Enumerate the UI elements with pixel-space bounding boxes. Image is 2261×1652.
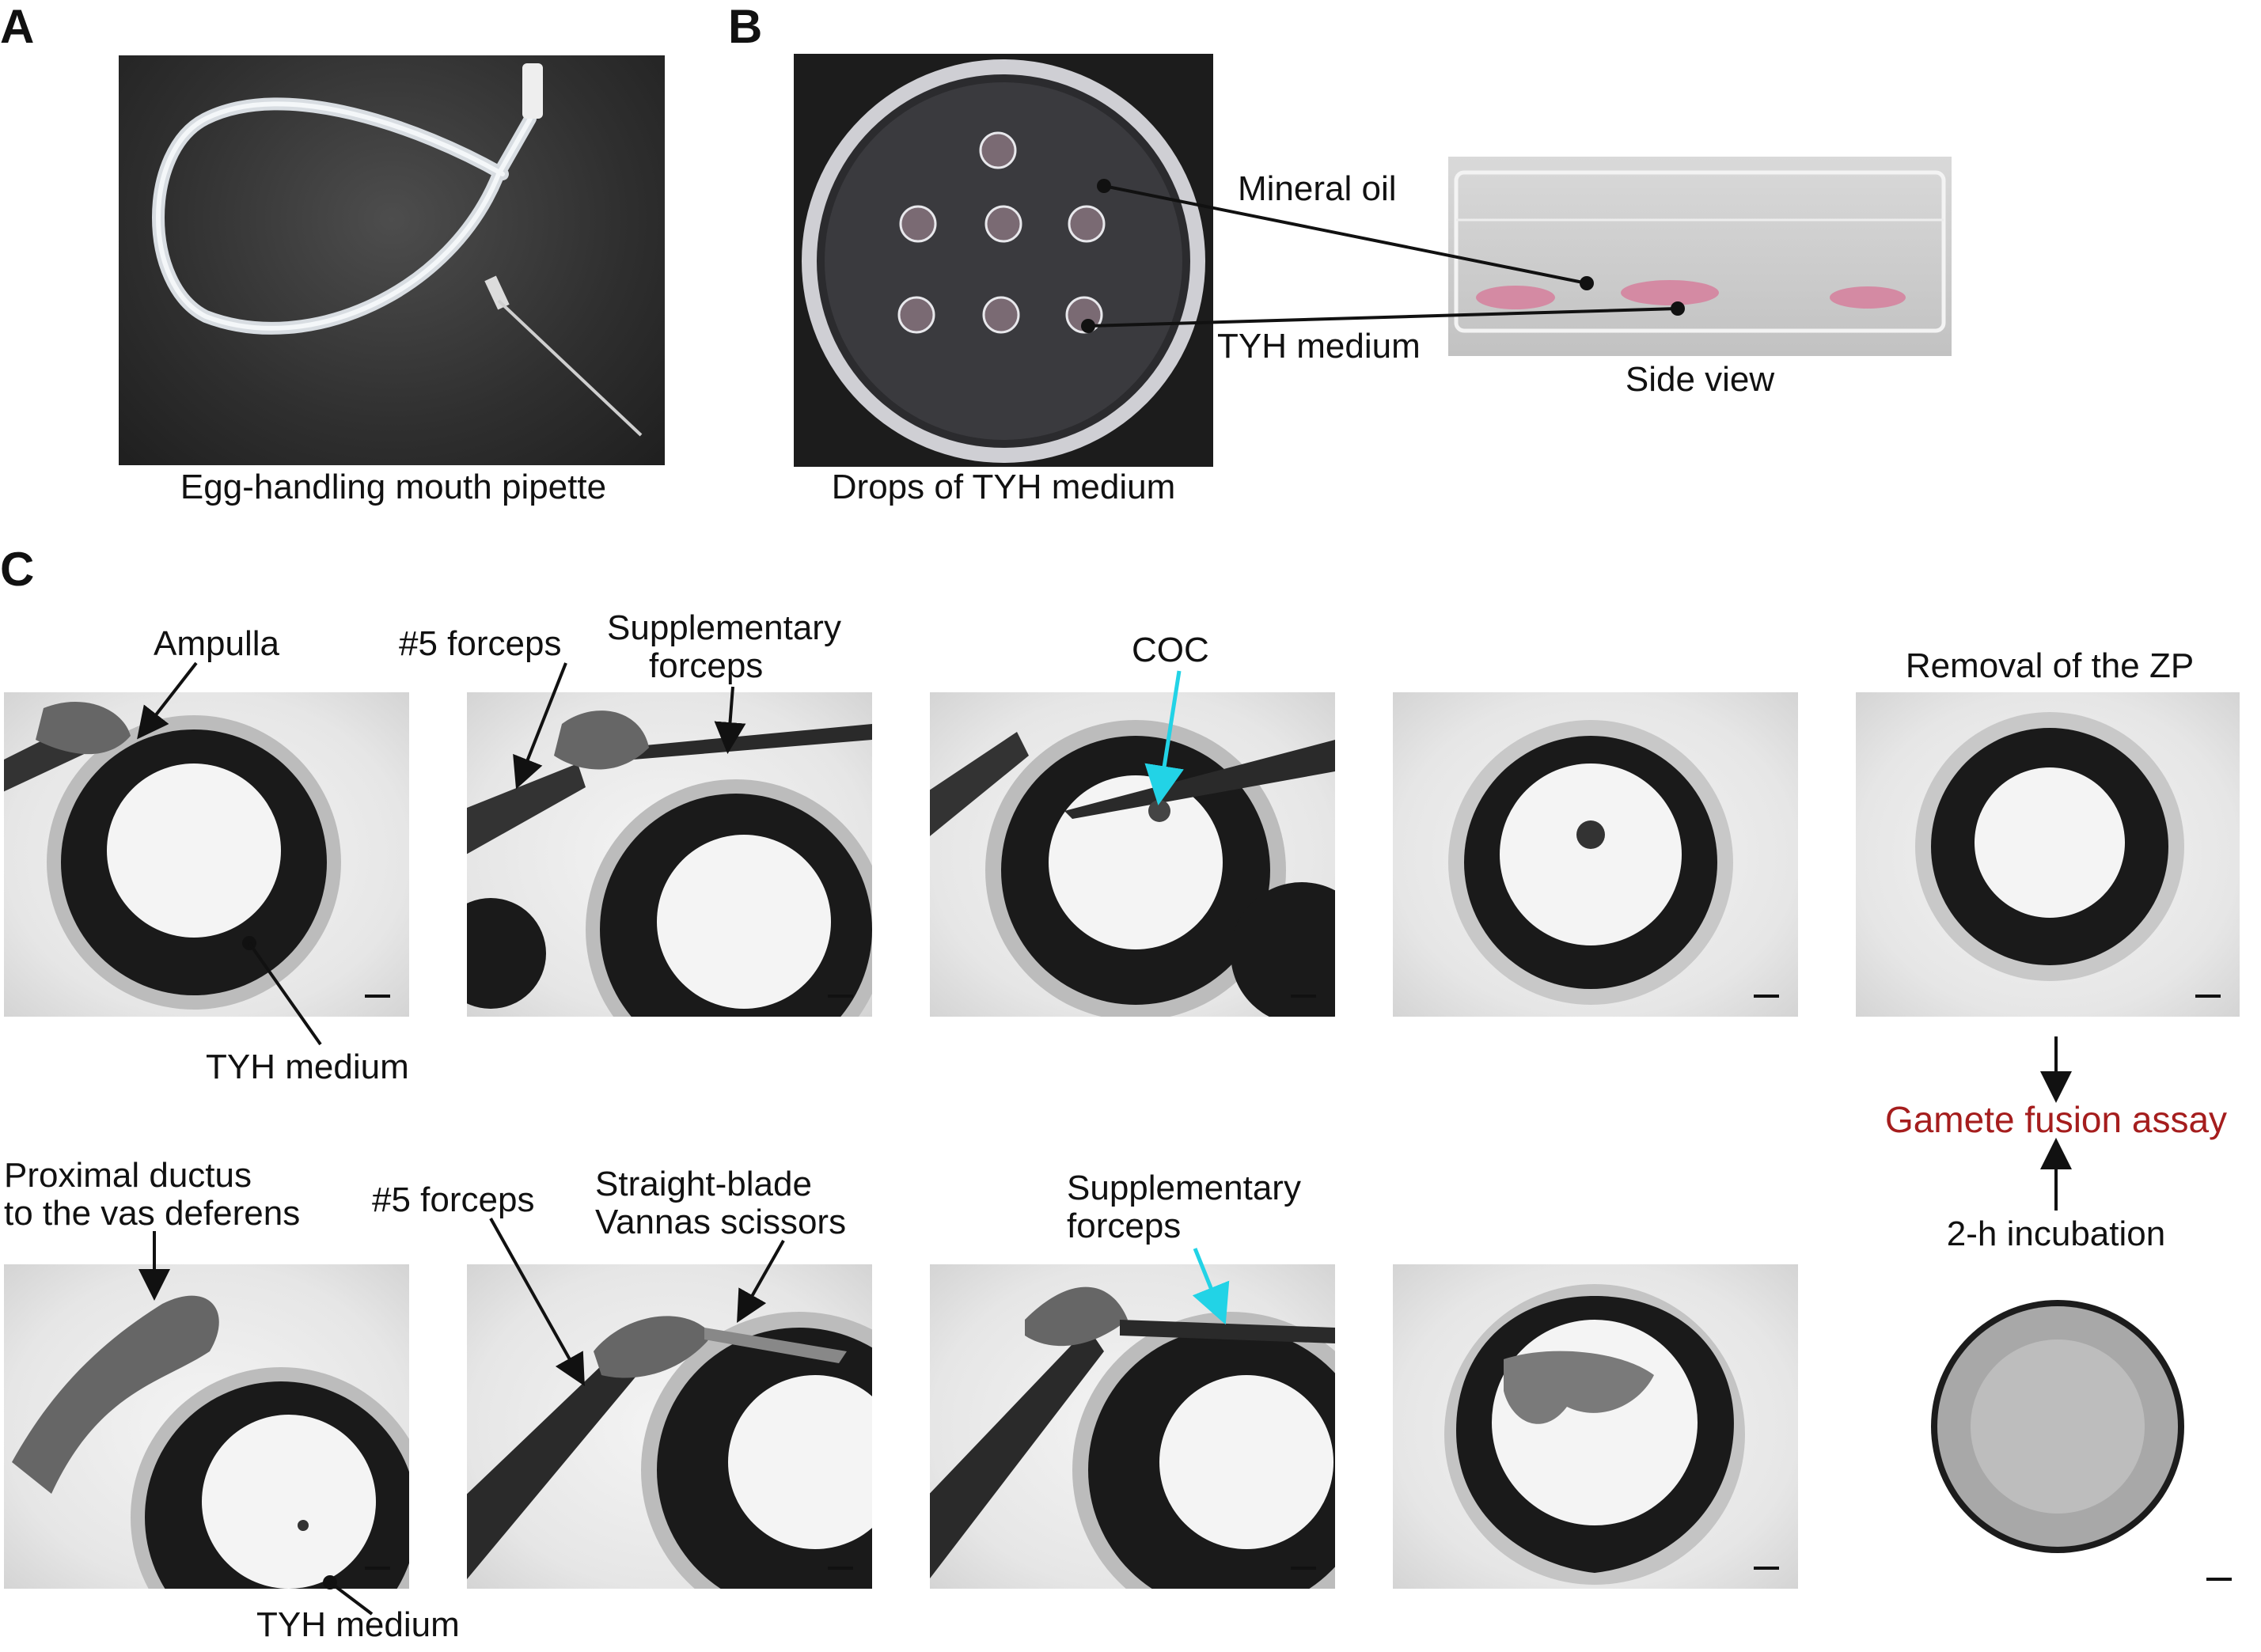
- scale-bar: [1291, 995, 1316, 998]
- side-view-caption: Side view: [1625, 360, 1775, 399]
- scale-bar: [1291, 1567, 1316, 1570]
- micrograph-top-4: [1393, 692, 1798, 1017]
- panel-letter-b: B: [728, 0, 763, 53]
- dish-side-view-photo: [1448, 157, 1952, 356]
- tyh-medium-label-b: TYH medium: [1217, 327, 1421, 366]
- supplementary-label-bottom-1: Supplementary: [1067, 1169, 1301, 1207]
- micrograph-bottom-1: [4, 1264, 409, 1589]
- micrograph-bottom-4: [1393, 1264, 1798, 1589]
- micrograph-top-3: [930, 692, 1335, 1017]
- scale-bar: [365, 995, 390, 998]
- supplementary-label-top-2: forceps: [649, 646, 764, 685]
- scale-bar: [828, 1567, 853, 1570]
- supplementary-label-top-1: Supplementary: [607, 608, 841, 647]
- gamete-fusion-label: Gamete fusion assay: [1884, 1099, 2228, 1140]
- panel-b-caption: Drops of TYH medium: [831, 468, 1176, 506]
- scissors-label-2: Vannas scissors: [595, 1203, 847, 1241]
- scale-bar: [2206, 1578, 2232, 1581]
- forceps5-label-bottom: #5 forceps: [372, 1180, 535, 1219]
- coc-label: COC: [1132, 631, 1209, 669]
- scissors-label-1: Straight-blade: [595, 1165, 812, 1203]
- micrograph-bottom-2: [467, 1264, 872, 1589]
- mineral-oil-label: Mineral oil: [1238, 169, 1397, 208]
- scale-bar: [1754, 1567, 1779, 1570]
- micrograph-bottom-5: [1856, 1264, 2240, 1612]
- mouth-pipette-photo: [119, 55, 665, 465]
- micrograph-top-5: [1856, 692, 2240, 1017]
- tyh-medium-label-bottom: TYH medium: [256, 1605, 460, 1644]
- proximal-label-1: Proximal ductus: [4, 1156, 252, 1195]
- ampulla-label: Ampulla: [154, 624, 279, 663]
- incubation-label: 2-h incubation: [1946, 1214, 2166, 1253]
- supplementary-label-bottom-2: forceps: [1067, 1207, 1182, 1245]
- forceps5-label-top: #5 forceps: [399, 624, 562, 663]
- micrograph-top-1: [4, 692, 409, 1017]
- scale-bar: [2195, 995, 2221, 998]
- scale-bar: [828, 995, 853, 998]
- panel-letter-a: A: [0, 0, 35, 53]
- panel-a-caption: Egg-handling mouth pipette: [180, 468, 607, 506]
- micrograph-bottom-3: [930, 1264, 1335, 1589]
- scale-bar: [1754, 995, 1779, 998]
- zp-removal-label: Removal of the ZP: [1905, 646, 2195, 685]
- tyh-medium-label-top: TYH medium: [206, 1048, 409, 1086]
- proximal-label-2: to the vas deferens: [4, 1194, 301, 1233]
- panel-letter-c: C: [0, 543, 35, 596]
- scale-bar: [365, 1567, 390, 1570]
- dish-top-view-photo: [794, 54, 1213, 467]
